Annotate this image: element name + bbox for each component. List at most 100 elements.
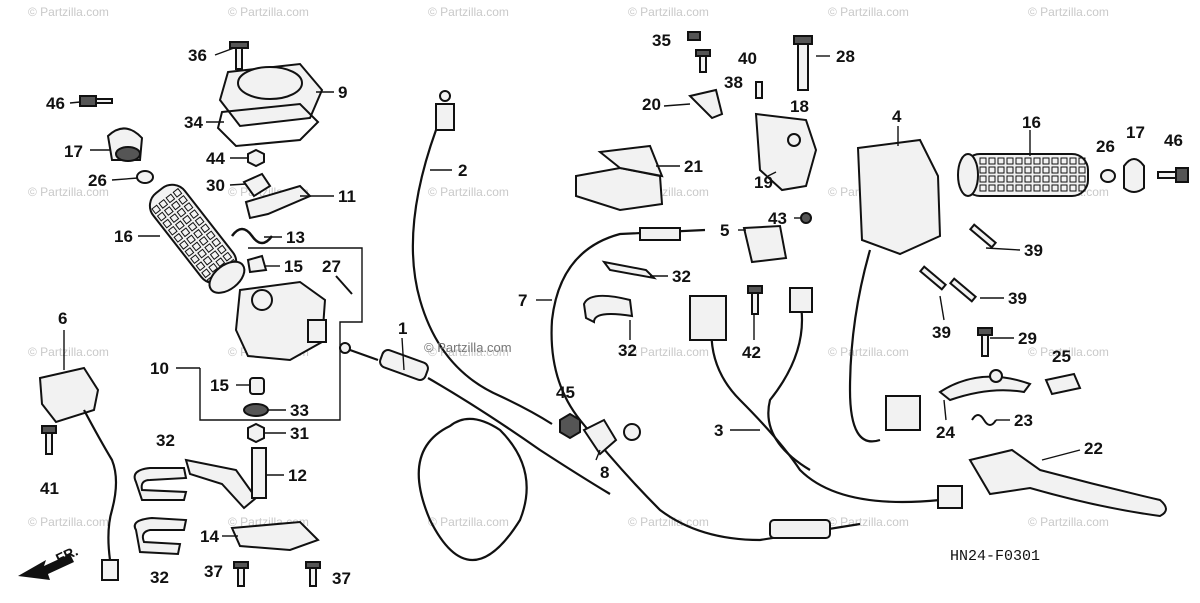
callout-8: 8 — [600, 463, 609, 482]
callout-6: 6 — [58, 309, 67, 328]
callout-39-b: 39 — [1008, 289, 1027, 308]
collar-right — [1100, 169, 1116, 183]
callout-labels: 36 9 34 46 17 26 44 30 11 16 13 15 27 10… — [40, 31, 1183, 588]
watermark: © Partzilla.com — [428, 5, 509, 19]
callout-13: 13 — [286, 228, 305, 247]
grip-texture — [204, 243, 215, 253]
callout-4: 4 — [892, 107, 902, 126]
callout-16-right: 16 — [1022, 113, 1041, 132]
grip-texture — [988, 166, 996, 174]
grip-texture — [1060, 166, 1068, 174]
grip-texture — [151, 204, 162, 215]
grip-texture — [1069, 166, 1077, 174]
callout-22: 22 — [1084, 439, 1103, 458]
bolt-36 — [229, 41, 249, 70]
callout-28: 28 — [836, 47, 855, 66]
watermark: © Partzilla.com — [28, 345, 109, 359]
grip-texture — [1042, 184, 1050, 192]
callout-46-right: 46 — [1164, 131, 1183, 150]
callout-19: 19 — [754, 173, 773, 192]
grip-right — [957, 153, 1089, 197]
callout-32-d: 32 — [618, 341, 637, 360]
callout-26-left: 26 — [88, 171, 107, 190]
pin-28 — [793, 35, 813, 91]
watermark: © Partzilla.com — [28, 5, 109, 19]
grip-texture — [997, 166, 1005, 174]
callout-2: 2 — [458, 161, 467, 180]
bracket-20 — [688, 88, 724, 120]
grip-texture — [1078, 157, 1086, 165]
cable-holder-8 — [582, 418, 641, 456]
wire-harness-3 — [689, 287, 963, 509]
callout-30: 30 — [206, 176, 225, 195]
grip-texture — [1051, 175, 1059, 183]
grip-texture — [174, 220, 185, 231]
callout-24: 24 — [936, 423, 955, 442]
collar-left — [136, 170, 154, 184]
grip-texture — [186, 234, 196, 245]
bolt-35 — [687, 31, 701, 41]
grip-texture — [1051, 157, 1059, 165]
watermark: © Partzilla.com — [28, 185, 109, 199]
bushing-31 — [247, 422, 265, 444]
grip-texture — [184, 247, 195, 257]
callout-12: 12 — [288, 466, 307, 485]
grip-texture — [198, 236, 209, 246]
grip-texture — [1060, 157, 1068, 165]
clamp-32-d — [582, 294, 634, 324]
callout-45: 45 — [556, 383, 575, 402]
watermark: © Partzilla.com — [1028, 5, 1109, 19]
grip-texture — [997, 184, 1005, 192]
bolt-29 — [977, 327, 993, 357]
callout-34: 34 — [184, 113, 203, 132]
grip-texture — [182, 214, 192, 225]
watermark: © Partzilla.com — [1028, 515, 1109, 529]
watermark: © Partzilla.com — [828, 5, 909, 19]
watermark: © Partzilla.com — [828, 345, 909, 359]
callout-11: 11 — [338, 187, 356, 206]
grip-texture — [195, 261, 206, 272]
bolt-37-left — [233, 561, 249, 587]
callout-43: 43 — [768, 209, 787, 228]
grip-texture — [1006, 166, 1014, 174]
grip-texture — [208, 262, 219, 273]
callout-37-right: 37 — [332, 569, 351, 588]
grip-texture — [1042, 175, 1050, 183]
grip-texture — [171, 200, 181, 211]
grip-texture — [201, 268, 211, 279]
nut-43 — [800, 212, 812, 224]
grip-texture — [1060, 184, 1068, 192]
callout-41: 41 — [40, 479, 59, 498]
grip-texture — [169, 213, 180, 224]
grip-left — [148, 183, 246, 294]
switch-unit — [38, 366, 119, 581]
throttle-cover — [218, 62, 324, 128]
grip-texture — [1069, 157, 1077, 165]
grip-texture — [1015, 157, 1023, 165]
watermark: © Partzilla.com — [428, 515, 509, 529]
callout-26-right: 26 — [1096, 137, 1115, 156]
grip-texture — [1015, 166, 1023, 174]
watermark: © Partzilla.com — [228, 5, 309, 19]
callout-40: 40 — [738, 49, 757, 68]
grip-texture — [1078, 166, 1086, 174]
callout-38: 38 — [724, 73, 743, 92]
grip-texture — [1024, 166, 1032, 174]
grip-texture — [1069, 184, 1077, 192]
brake-lever-22 — [968, 448, 1167, 518]
grip-texture — [205, 230, 216, 241]
grip-texture — [1033, 166, 1041, 174]
grip-texture — [173, 232, 184, 243]
throttle-housing — [234, 280, 327, 362]
cover-21 — [575, 144, 664, 212]
callout-44: 44 — [206, 149, 225, 168]
callout-36: 36 — [188, 46, 207, 65]
grip-texture — [997, 175, 1005, 183]
grip-texture — [988, 157, 996, 165]
front-direction-arrow — [18, 554, 74, 580]
callout-37-left: 37 — [204, 562, 223, 581]
grip-texture — [162, 218, 173, 229]
nut-44 — [247, 148, 265, 168]
